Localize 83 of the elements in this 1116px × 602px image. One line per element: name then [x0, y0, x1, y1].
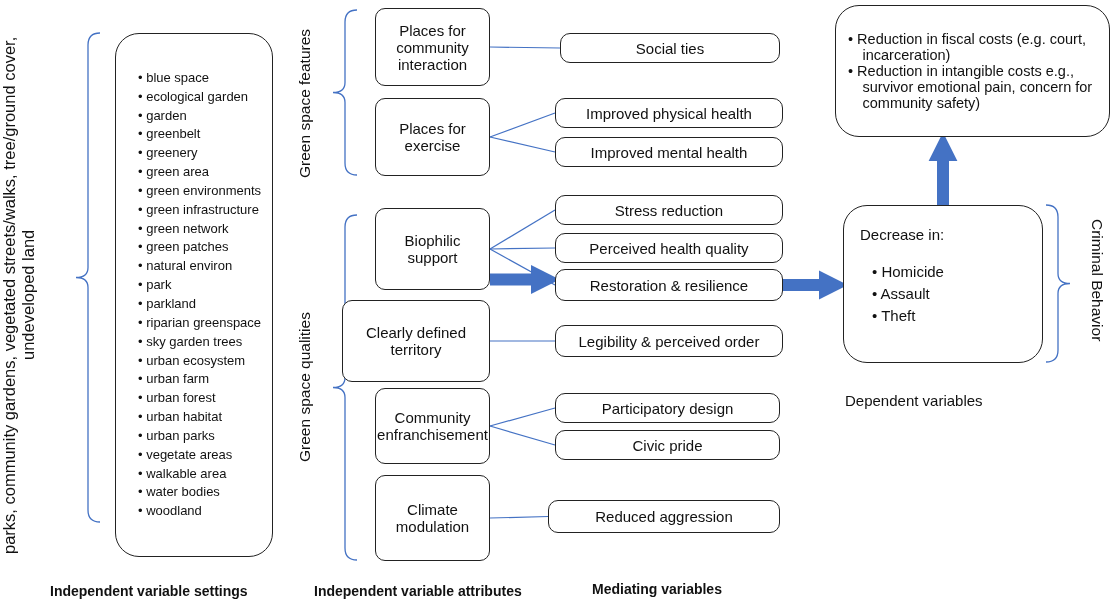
- list-item: • urban habitat: [138, 408, 224, 427]
- list-item: • walkable area: [138, 464, 228, 483]
- list-item: • urban parks: [138, 426, 216, 445]
- vertical-label: parks, community gardens, vegetated streets/walks, tree/ground cover, undeveloped land: [0, 35, 38, 556]
- group-label: Green space features: [296, 27, 314, 180]
- list-item: • Homicide: [872, 262, 945, 282]
- list-item: • urban farm: [138, 370, 211, 389]
- column-label: Dependent variables: [845, 392, 983, 409]
- box-text: Participatory design: [601, 399, 734, 417]
- connector-line: [489, 46, 561, 49]
- connector-line: [489, 407, 556, 427]
- list-item: • ecological garden: [138, 87, 250, 106]
- box-text: Clearly defined territory: [364, 324, 468, 358]
- box-heading: Decrease in:: [859, 226, 945, 243]
- process-box: [375, 388, 490, 464]
- process-box: [548, 500, 780, 533]
- list-item: • park: [138, 276, 173, 295]
- box-text: Community enfranchisement: [377, 409, 488, 443]
- process-box: [375, 475, 490, 561]
- process-box: [375, 98, 490, 176]
- connector-line: [489, 248, 556, 286]
- list-item: • green environments: [138, 181, 262, 200]
- connector-line: [489, 112, 556, 138]
- connector-line: [489, 136, 556, 153]
- process-box: [555, 98, 783, 128]
- list-item: • vegetate areas: [138, 445, 234, 464]
- box-text: Improved mental health: [590, 143, 748, 161]
- list-item: • blue space: [138, 68, 211, 87]
- box-text: Civic pride: [632, 436, 703, 454]
- process-box: [555, 269, 783, 301]
- box-text: Stress reduction: [614, 201, 724, 219]
- process-box: [555, 325, 783, 357]
- list-item: • natural environ: [138, 257, 234, 276]
- box-text: Places for exercise: [398, 120, 467, 154]
- box-text: Restoration & resilience: [589, 276, 749, 294]
- list-box: [835, 5, 1110, 137]
- process-box: [555, 233, 783, 263]
- box-text: Reduced aggression: [595, 508, 733, 525]
- box-text: Improved physical health: [586, 104, 752, 122]
- list-item: • garden: [138, 106, 188, 125]
- process-box: [375, 208, 490, 290]
- column-label: Independent variable settings: [50, 583, 248, 599]
- column-label: Mediating variables: [592, 581, 722, 597]
- connector-line: [489, 247, 556, 250]
- box-text: Biophilic support: [403, 232, 462, 266]
- list-item: • sky garden trees: [138, 332, 244, 351]
- list-item: • Reduction in intangible costs e.g., survivor emotional pain, concern for community safety): [848, 63, 1094, 111]
- box-text: Places for community interaction: [395, 21, 470, 73]
- process-box: [342, 300, 490, 382]
- box-text: Perceived health quality: [589, 239, 749, 257]
- list-item: • green infrastructure: [138, 200, 260, 219]
- list-item: • greenbelt: [138, 125, 202, 144]
- process-box: [555, 393, 780, 423]
- list-item: • urban ecosystem: [138, 351, 247, 370]
- list-item: • urban forest: [138, 389, 217, 408]
- list-item: • parkland: [138, 295, 198, 313]
- box-text: Climate modulation: [394, 501, 471, 535]
- list-box: [115, 33, 273, 557]
- list-item: • green network: [138, 219, 230, 238]
- list-item: • green patches: [138, 238, 230, 257]
- connector-line: [489, 340, 556, 342]
- list-item: • water bodies: [138, 483, 221, 502]
- connector-line: [489, 515, 549, 519]
- list-item: • Reduction in fiscal costs (e.g. court, incarceration): [848, 31, 1087, 63]
- process-box: [375, 8, 490, 86]
- list-box: [843, 205, 1043, 363]
- list-item: • woodland: [138, 502, 203, 521]
- group-label: Green space qualities: [296, 311, 314, 464]
- list-item: • Assault: [872, 283, 931, 304]
- list-item: • riparian greenspace: [138, 313, 262, 332]
- process-box: [555, 430, 780, 460]
- process-box: [560, 33, 780, 63]
- box-text: Legibility & perceived order: [578, 332, 760, 350]
- box-text: Social ties: [635, 39, 705, 57]
- connector-line: [489, 425, 556, 446]
- list-item: • greenery: [138, 144, 199, 163]
- group-label: Criminal Behavior: [1088, 217, 1106, 344]
- connector-line: [489, 209, 556, 250]
- list-item: • Theft: [872, 305, 917, 326]
- list-item: • green area: [138, 163, 211, 182]
- column-label: Independent variable attributes: [314, 583, 522, 599]
- process-box: [555, 195, 783, 225]
- process-box: [555, 137, 783, 167]
